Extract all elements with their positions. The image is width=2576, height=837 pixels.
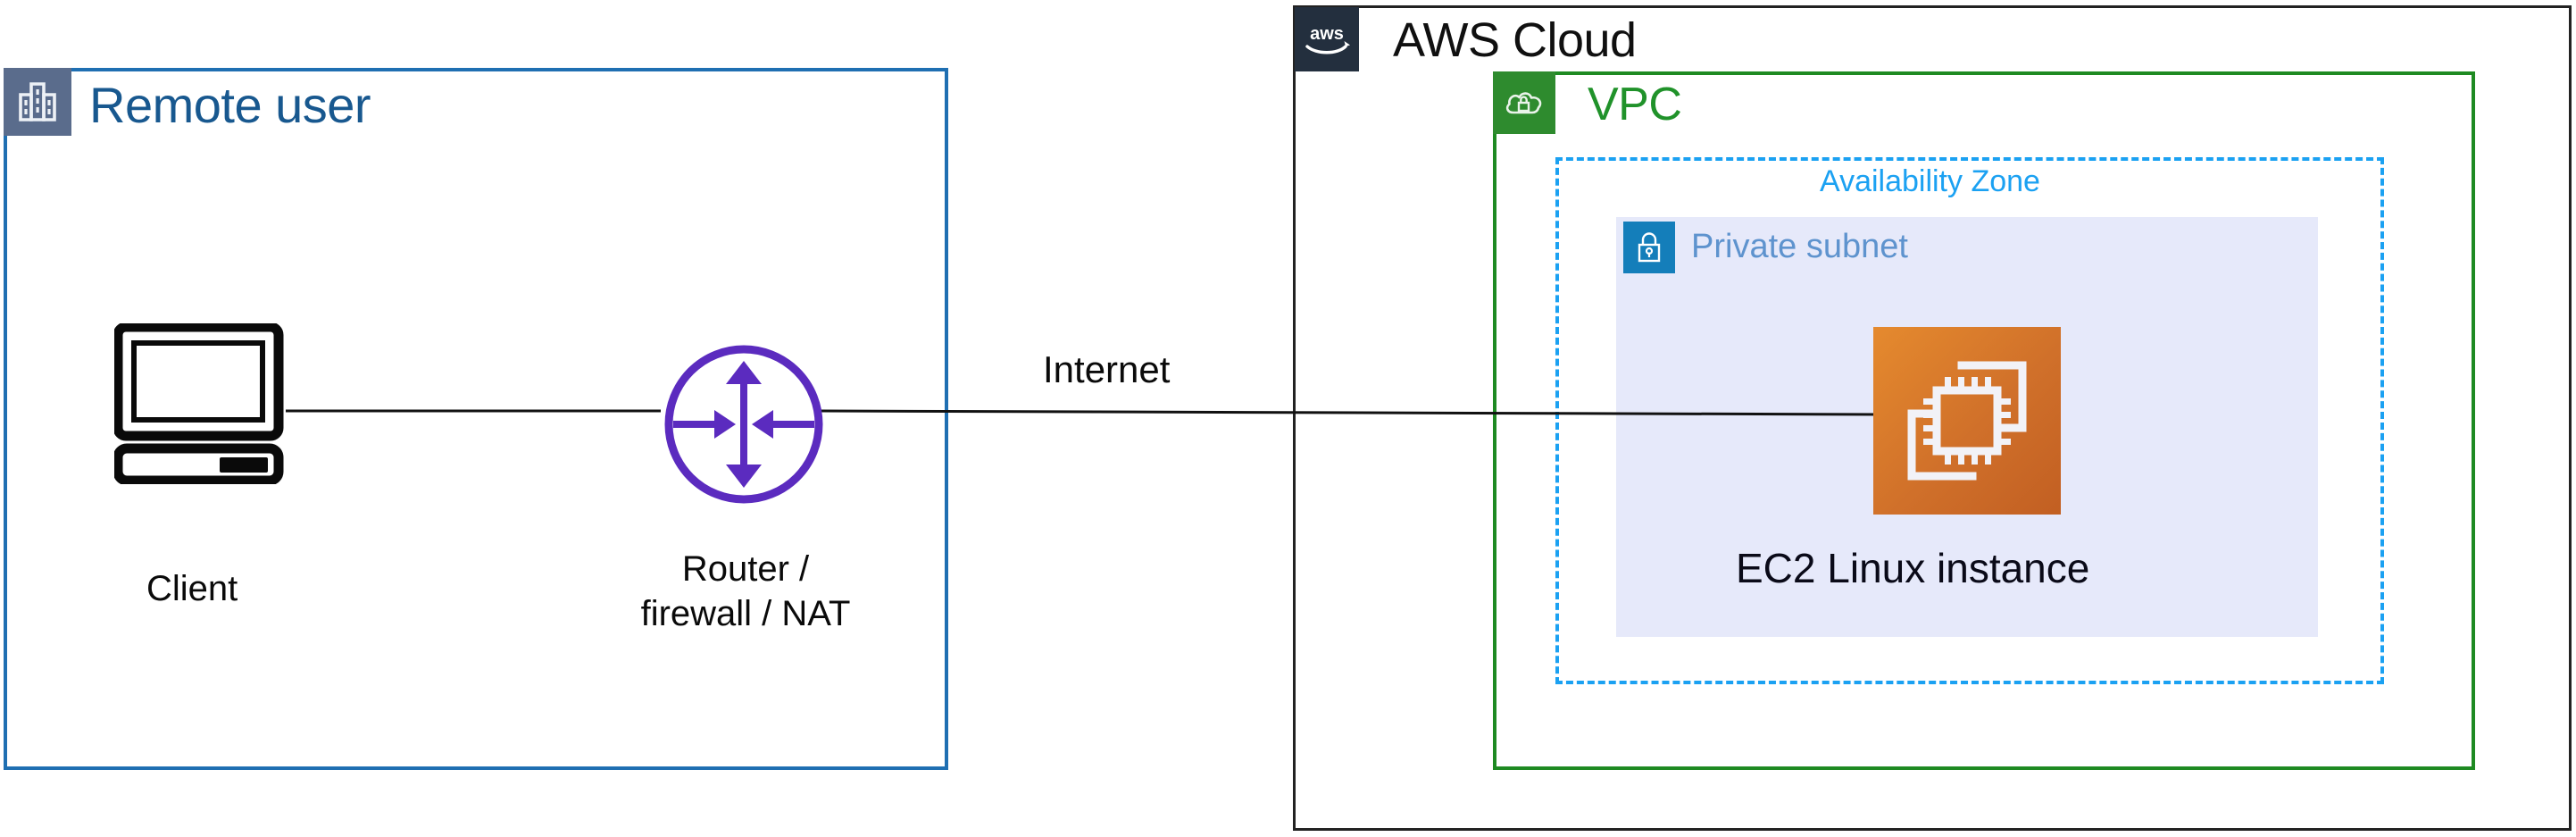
vpc-group-box <box>1493 71 2475 770</box>
ec2-instance-icon <box>1873 327 2061 515</box>
desktop-computer-icon <box>114 323 298 484</box>
internet-connection-label: Internet <box>1043 348 1171 390</box>
router-node-label-line1: Router / <box>681 549 810 589</box>
aws-cloud-group-label: AWS Cloud <box>1393 13 1637 67</box>
client-node-label: Client <box>146 569 238 608</box>
availability-zone-box <box>1555 157 2384 684</box>
corporate-data-center-icon <box>4 68 71 136</box>
aws-logo-icon: aws <box>1295 7 1359 71</box>
availability-zone-label: Availability Zone <box>1820 164 2040 198</box>
router-arrows-icon <box>661 341 827 507</box>
vpc-group-label: VPC <box>1588 79 1682 130</box>
vpc-cloud-lock-icon <box>1493 71 1555 134</box>
router-node-label: Router / firewall / NAT <box>616 547 875 636</box>
private-subnet-label: Private subnet <box>1691 228 1908 265</box>
ec2-node-label: EC2 Linux instance <box>1736 545 2090 591</box>
router-node-label-line2: firewall / NAT <box>640 594 851 633</box>
padlock-icon <box>1623 222 1675 273</box>
svg-text:aws: aws <box>1310 24 1344 44</box>
remote-user-group-label: Remote user <box>89 77 371 133</box>
